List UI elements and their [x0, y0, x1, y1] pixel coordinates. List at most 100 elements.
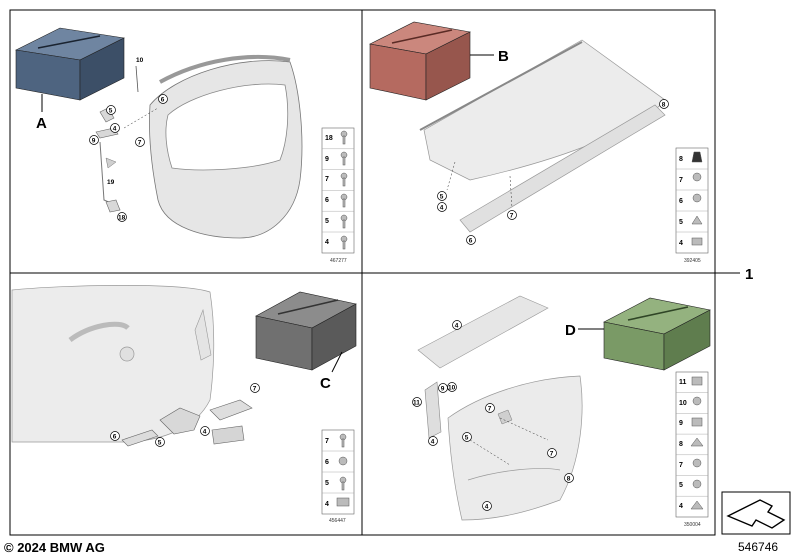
callout: 5 [109, 107, 113, 114]
callouts-top-left: 10 6 5 4 9 7 19 18 [89, 57, 168, 222]
trim-panel-illustration [417, 295, 583, 521]
callout: 9 [441, 385, 445, 392]
callout-circle [482, 501, 492, 511]
callout: 5 [465, 434, 469, 441]
kit-box-b-side [425, 31, 471, 101]
kit-box-b: B [369, 21, 509, 101]
kit-box-a: A [15, 27, 125, 132]
legend-item-number: 18 [325, 135, 333, 142]
callout-circle [155, 437, 165, 447]
tailgate-rear-illustration [11, 285, 215, 443]
callout: 4 [485, 503, 489, 510]
callout-circle [106, 105, 116, 115]
legend-bottom-left: 7 6 5 4 456447 [321, 429, 355, 524]
callout-circle [447, 382, 457, 392]
kit-box-c-tape [277, 299, 339, 315]
legend-item-number: 7 [325, 176, 329, 183]
hinge-parts [95, 65, 159, 213]
kit-box-c-leader [331, 351, 343, 373]
callout: 6 [469, 237, 473, 244]
main-callout-label: 1 [745, 266, 753, 283]
legend-item-number: 6 [679, 198, 683, 205]
legend-top-left: 18 9 7 6 5 4 467277 [321, 127, 355, 264]
legend-item-number: 10 [679, 400, 687, 407]
callout: 4 [431, 438, 435, 445]
callout: 8 [662, 101, 666, 108]
legend-item-number: 4 [679, 240, 683, 247]
kit-box-c: C [255, 291, 357, 392]
legend-item-number: 8 [679, 441, 683, 448]
legend-item-number: 6 [325, 197, 329, 204]
callout: 8 [567, 475, 571, 482]
callout-circle [485, 403, 495, 413]
legend-item-number: 4 [325, 239, 329, 246]
legend-bottom-right: 11 10 9 8 7 5 4 350004 [675, 371, 709, 528]
callout-circle [462, 432, 472, 442]
callout: 5 [158, 439, 162, 446]
kit-box-b-front [369, 43, 427, 101]
callouts-bottom-right: 4 11 9 10 7 5 4 7 8 4 [412, 320, 574, 511]
callout: 9 [92, 137, 96, 144]
kit-box-a-label: A [36, 115, 47, 132]
navigation-arrow-icon[interactable] [721, 491, 791, 535]
callout: 10 [136, 57, 144, 64]
legend-item-number: 9 [679, 420, 683, 427]
callout-circle [659, 99, 669, 109]
callout-circle [200, 426, 210, 436]
callout-circle [110, 431, 120, 441]
image-number: 467277 [330, 258, 347, 264]
kit-box-c-side [311, 303, 357, 371]
callout-circle [135, 137, 145, 147]
legend-item-number: 7 [679, 462, 683, 469]
image-number: 350004 [684, 522, 701, 528]
latch-parts [121, 399, 253, 447]
kit-box-c-label: C [320, 375, 331, 392]
legend-top-right: 8 7 6 5 4 392405 [675, 147, 709, 264]
quadrant-top-right: B 8 5 4 7 6 8 7 6 [369, 21, 709, 264]
callout: 7 [138, 139, 142, 146]
callout: 10 [448, 384, 456, 391]
quadrant-top-left: A 10 6 5 4 9 7 [15, 27, 355, 264]
callout: 4 [440, 204, 444, 211]
kit-box-d-label: D [565, 322, 576, 339]
legend-item-number: 5 [679, 482, 683, 489]
legend-item-number: 5 [325, 480, 329, 487]
callout: 7 [510, 212, 514, 219]
kit-box-a-side [79, 37, 125, 101]
spoiler-illustration [419, 39, 666, 233]
callout-circle [437, 191, 447, 201]
legend-item-number: 6 [325, 459, 329, 466]
callout: 4 [455, 322, 459, 329]
legend-item-number: 7 [325, 438, 329, 445]
callout: 4 [203, 428, 207, 435]
kit-box-d: D [565, 297, 711, 371]
kit-box-d-tape [627, 306, 689, 321]
callout-circle [250, 383, 260, 393]
tailgate-illustration [149, 54, 303, 239]
legend-item-number: 5 [679, 219, 683, 226]
callout: 7 [550, 450, 554, 457]
callout: 7 [253, 385, 257, 392]
kit-box-b-tape [391, 29, 453, 44]
legend-item-number: 9 [325, 156, 329, 163]
legend-item-number: 4 [679, 503, 683, 510]
kit-box-b-label: B [498, 48, 509, 65]
image-number: 456447 [329, 518, 346, 524]
legend-item-number: 8 [679, 156, 683, 163]
legend-item-number: 4 [325, 501, 329, 508]
kit-box-a-tape [37, 35, 101, 49]
kit-box-d-side [663, 309, 711, 371]
callout: 19 [107, 179, 115, 186]
image-number: 392405 [684, 258, 701, 264]
callout: 7 [488, 405, 492, 412]
diagram-number: 546746 [738, 540, 779, 554]
callout: 18 [118, 214, 126, 221]
callouts-bottom-left: 7 6 5 4 [110, 383, 260, 447]
legend-item-number: 11 [679, 379, 687, 386]
legend-item-number: 7 [679, 177, 683, 184]
callout-circle [452, 320, 462, 330]
copyright-text: © 2024 BMW AG [4, 540, 105, 555]
quadrant-bottom-left: C 7 6 5 4 7 6 5 4 [11, 285, 357, 524]
callout-circle [437, 202, 447, 212]
